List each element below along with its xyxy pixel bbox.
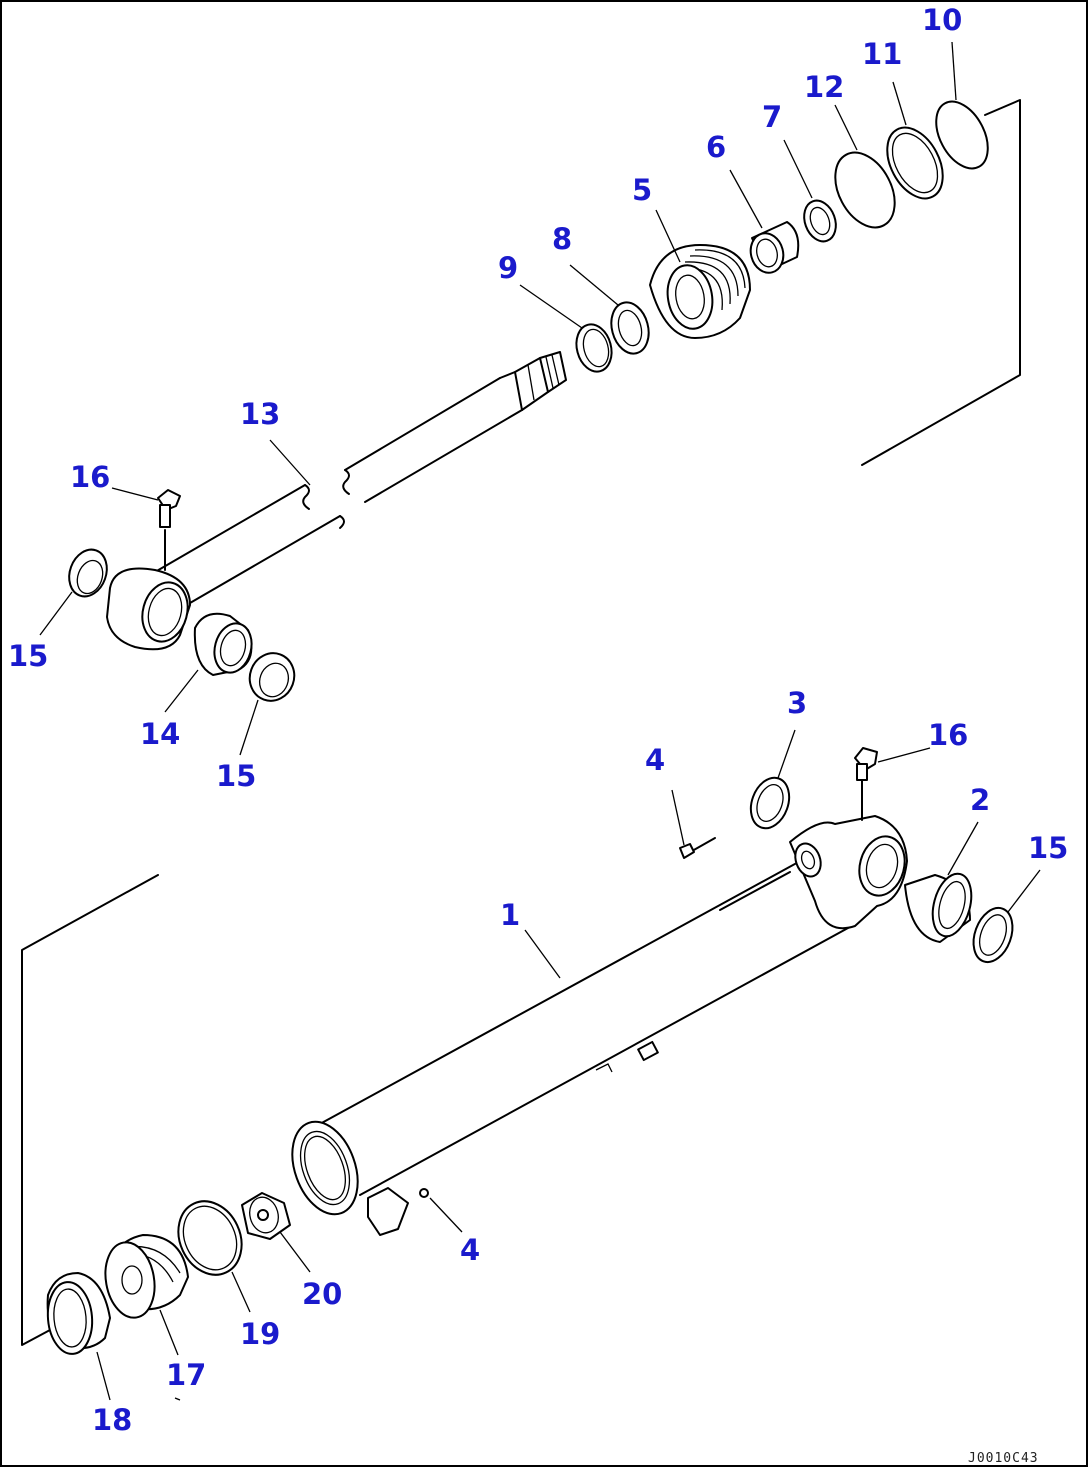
wear-ring xyxy=(46,1272,111,1355)
bushing-head xyxy=(749,221,800,274)
label-3: 3 xyxy=(787,686,807,720)
label-5: 5 xyxy=(632,173,652,207)
label-20: 20 xyxy=(302,1277,342,1311)
label-2: 2 xyxy=(970,783,990,817)
label-16-tube: 16 xyxy=(928,718,968,752)
cylinder-tube xyxy=(291,837,849,1236)
bracket-line-lower xyxy=(21,874,159,1346)
label-12: 12 xyxy=(804,70,844,104)
label-8: 8 xyxy=(552,222,572,256)
bushing-tube xyxy=(904,872,973,943)
label-15-tube: 15 xyxy=(1028,831,1068,865)
label-11: 11 xyxy=(862,37,902,71)
bushing-rod xyxy=(193,612,253,676)
drawing-code: J0010C43 xyxy=(968,1451,1039,1466)
label-15-rod-left: 15 xyxy=(8,639,48,673)
o-ring-10 xyxy=(935,100,989,170)
dust-seal-tube xyxy=(972,906,1014,964)
label-4-bottom: 4 xyxy=(460,1233,480,1267)
ring-12 xyxy=(834,151,896,229)
dust-seal-rod-bottom xyxy=(248,652,296,702)
label-19: 19 xyxy=(240,1317,280,1351)
grease-fitting-tube xyxy=(854,747,878,781)
tube-clevis xyxy=(789,779,908,930)
label-15-rod-bottom: 15 xyxy=(216,759,256,793)
label-18: 18 xyxy=(92,1403,132,1437)
label-16-rod: 16 xyxy=(70,460,110,494)
ring-11 xyxy=(886,126,944,200)
label-9: 9 xyxy=(498,251,518,285)
label-14: 14 xyxy=(140,717,180,751)
piston-rod xyxy=(154,351,567,604)
plug-top xyxy=(679,843,695,859)
label-6: 6 xyxy=(706,130,726,164)
grease-fitting-rod xyxy=(157,489,181,528)
label-4-top: 4 xyxy=(645,743,665,777)
piston xyxy=(104,1234,189,1319)
dust-seal-3 xyxy=(749,776,791,830)
rod-seal-7 xyxy=(803,199,837,243)
label-1: 1 xyxy=(500,898,520,932)
dust-seal-rod-left xyxy=(68,548,108,598)
leader-lines xyxy=(39,41,1041,1401)
nut xyxy=(241,1192,291,1240)
piston-seal-8 xyxy=(610,301,650,355)
label-17: 17 xyxy=(166,1358,206,1392)
cylinder-head xyxy=(649,244,751,339)
rod-eye xyxy=(106,529,191,651)
label-7: 7 xyxy=(762,100,782,134)
label-13: 13 xyxy=(240,397,280,431)
bracket-line-upper xyxy=(861,99,1021,466)
snap-ring xyxy=(575,323,613,373)
label-10: 10 xyxy=(922,3,962,37)
ring-19 xyxy=(177,1200,243,1276)
